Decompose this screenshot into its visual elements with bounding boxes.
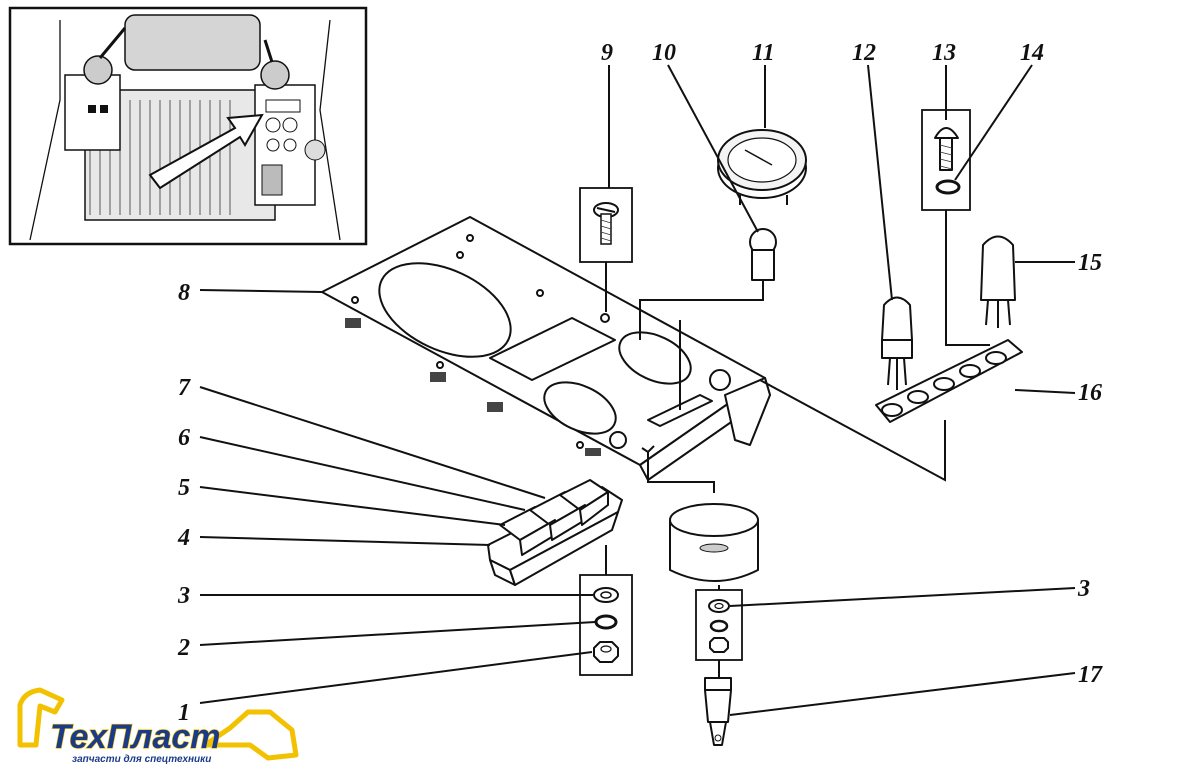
bulb-part-10 <box>749 228 777 281</box>
excavator-arm-icon <box>17 687 65 748</box>
callout-7: 7 <box>178 375 191 401</box>
brand-logo: ТехПласт запчасти для спецтехники <box>17 687 299 765</box>
callout-labels: 1 2 3 4 5 6 7 8 9 10 11 12 13 14 15 16 3… <box>177 40 1103 726</box>
callout-leaders <box>199 64 1076 716</box>
lamp-part-12 <box>881 296 913 390</box>
callout-10: 10 <box>652 40 676 66</box>
instrument-panel-plate <box>321 216 771 481</box>
callout-16: 16 <box>1078 380 1102 406</box>
socket-part-17 <box>704 677 732 746</box>
logo-name: ТехПласт <box>50 718 221 756</box>
callout-3-left: 3 <box>177 583 190 609</box>
lamp-part-15 <box>980 235 1016 328</box>
callout-2: 2 <box>177 635 190 661</box>
logo-tagline: запчасти для спецтехники <box>72 754 211 765</box>
fastener-stack-1-3 <box>579 574 633 676</box>
callout-8: 8 <box>178 280 190 306</box>
callout-17: 17 <box>1078 662 1103 688</box>
cab-inset-view <box>8 6 368 246</box>
switch-block-4-7 <box>487 479 623 586</box>
fastener-stack-right <box>695 589 743 661</box>
gauge-part-11 <box>717 129 807 205</box>
callout-12: 12 <box>852 40 876 66</box>
callout-14: 14 <box>1020 40 1044 66</box>
callout-1: 1 <box>178 700 190 726</box>
callout-5: 5 <box>178 475 190 501</box>
assembly-lines <box>605 210 990 678</box>
bezel-cup <box>669 503 759 582</box>
callout-13: 13 <box>932 40 956 66</box>
screw-part-9 <box>579 187 633 263</box>
callout-11: 11 <box>752 40 775 66</box>
bracket-part-16 <box>875 339 1023 423</box>
callout-4: 4 <box>177 525 190 551</box>
callout-9: 9 <box>601 40 613 66</box>
callout-3-right: 3 <box>1077 576 1090 602</box>
excavator-bucket-icon <box>202 709 299 761</box>
screw-washer-13-14 <box>921 109 971 211</box>
callout-6: 6 <box>178 425 190 451</box>
callout-15: 15 <box>1078 250 1102 276</box>
